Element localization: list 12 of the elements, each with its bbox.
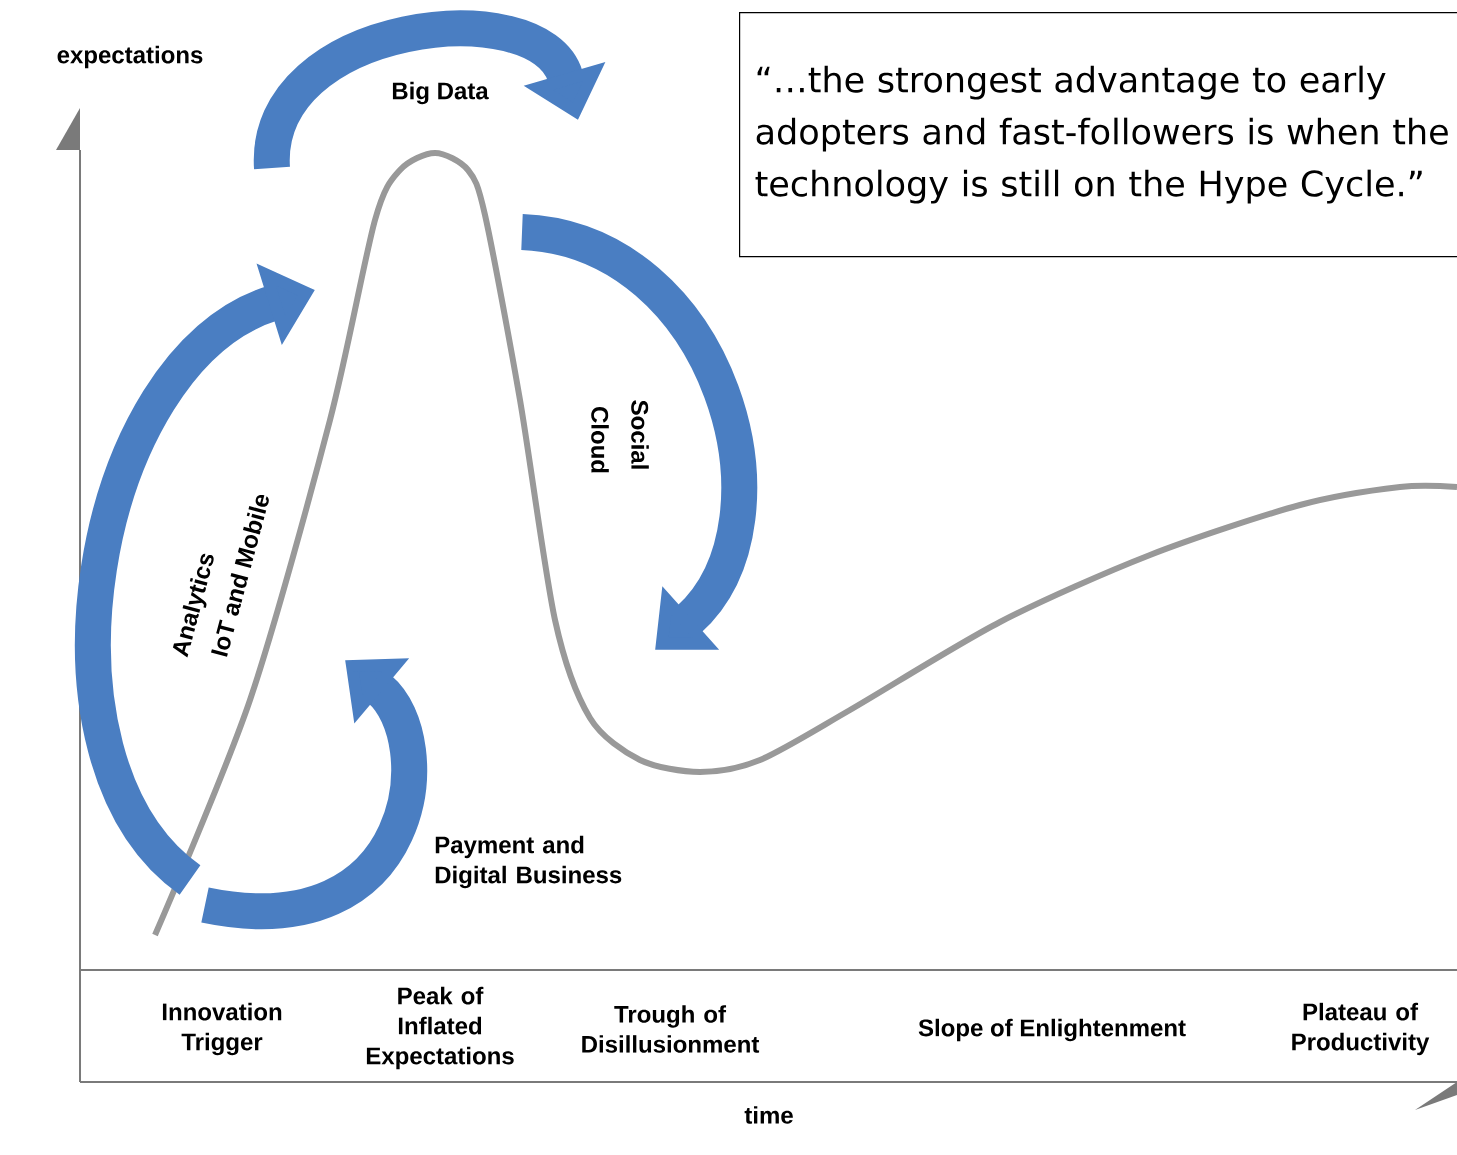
phase-label: Plateau of Productivity — [1292, 1002, 1430, 1056]
axis-label: expectations — [57, 45, 203, 69]
arrow-label: Big Data — [392, 81, 489, 105]
phase-label: Peak of Inflated Expectations — [366, 986, 514, 1070]
arrow-label: Cloud — [591, 407, 609, 473]
quote-box: “…the strongest advantage to early adopters and fast-followers is when the technology is still on the Hype Cycle.” — [739, 12, 1457, 258]
phase-label: Trough of Disillusionment — [582, 1005, 760, 1053]
phase-label: Innovation Trigger — [162, 1002, 282, 1056]
phase-label: Slope of Enlightenment — [918, 1018, 1186, 1042]
arrow-label: Payment and Digital Business — [435, 835, 622, 889]
axis-label: time — [744, 1106, 793, 1124]
arrow-label: Social — [631, 400, 649, 469]
